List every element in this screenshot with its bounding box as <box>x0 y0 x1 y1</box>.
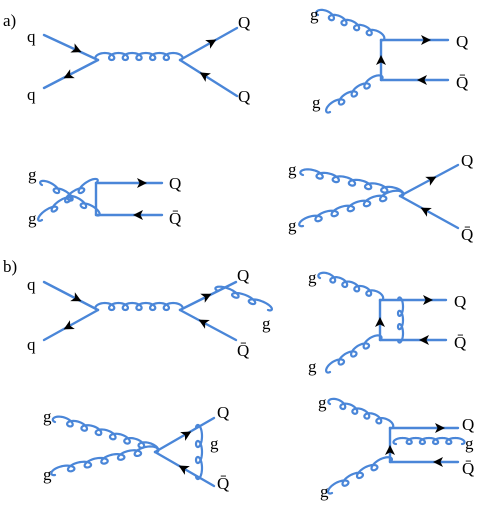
label-g: g <box>465 434 474 453</box>
quark-line <box>42 308 100 342</box>
gluon-propagator <box>94 301 184 312</box>
fermion-arrow <box>433 457 443 467</box>
label-Q: Q <box>238 13 250 32</box>
label-Q: Q <box>237 266 249 285</box>
diagram-a2: g g Q Q̄ <box>310 5 468 114</box>
exchanged-gluon <box>194 423 204 481</box>
exchanged-gluon <box>396 296 405 344</box>
label-Qbar: Q̄ <box>461 225 473 244</box>
heavy-antiquark-line <box>398 194 460 230</box>
fermion-arrow <box>385 445 395 455</box>
fermion-arrow <box>199 72 211 82</box>
label-g: g <box>262 314 271 333</box>
gluon-line <box>326 456 394 495</box>
fermion-arrow <box>180 431 192 441</box>
label-q: q <box>27 27 36 46</box>
fermion-arrow <box>70 43 82 53</box>
label-q: q <box>27 85 36 104</box>
label-Qbar: Q̄ <box>169 209 181 228</box>
label-Qbar: Q̄ <box>454 333 466 352</box>
fermion-arrow <box>417 75 427 85</box>
gluon-line <box>327 397 395 430</box>
label-Qbar: Q̄ <box>462 459 474 478</box>
label-g: g <box>288 216 297 235</box>
gluon-line <box>298 189 404 228</box>
label-g: g <box>43 465 52 484</box>
diagram-b2: g g Q Q̄ <box>308 268 466 376</box>
fermion-arrow <box>200 293 212 303</box>
label-Q: Q <box>238 87 250 106</box>
fermion-arrow <box>435 423 445 433</box>
radiated-gluon <box>392 436 466 446</box>
label-g: g <box>308 268 317 287</box>
fermion-arrow <box>425 176 437 186</box>
label-g: g <box>312 93 321 112</box>
label-Qbar: Q̄ <box>237 341 249 360</box>
diagram-a4: g g Q Q̄ <box>288 151 473 244</box>
label-q: q <box>27 275 36 294</box>
quark-line <box>42 280 100 312</box>
label-g: g <box>308 357 317 376</box>
label-g: g <box>318 393 327 412</box>
diagram-b4: g g Q g Q̄ <box>318 393 474 501</box>
gluon-line <box>299 168 405 198</box>
fermion-arrow <box>137 178 147 188</box>
heavy-antiquark-line <box>178 58 239 98</box>
label-g: g <box>210 434 219 453</box>
fermion-arrow <box>421 35 431 45</box>
fermion-arrow <box>376 55 386 65</box>
gluon-line <box>50 445 159 477</box>
diagram-a1: q q Q Q <box>27 13 250 106</box>
label-Q: Q <box>169 174 181 193</box>
label-Q: Q <box>461 151 473 170</box>
fermion-arrow <box>423 295 433 305</box>
diagram-b3: g g Q g Q̄ <box>43 403 229 493</box>
fermion-arrow <box>419 335 429 345</box>
diagram-a3: g g Q Q̄ <box>28 165 181 228</box>
quark-line <box>42 58 100 90</box>
label-Q: Q <box>454 292 466 311</box>
label-g: g <box>320 482 329 501</box>
heavy-quark-line <box>398 163 460 198</box>
fermion-arrow <box>420 207 432 217</box>
label-Qbar: Q̄ <box>217 474 229 493</box>
label-Q: Q <box>217 403 229 422</box>
section-label-a: a) <box>3 11 16 30</box>
diagram-b1: q q Q g Q̄ <box>27 266 273 360</box>
label-Q: Q <box>456 32 468 51</box>
fermion-arrow <box>198 319 210 329</box>
label-g: g <box>43 407 52 426</box>
quark-line <box>42 33 100 62</box>
gluon-line <box>317 271 385 302</box>
gluon-line <box>39 179 101 217</box>
fermion-arrow <box>178 465 190 475</box>
fermion-arrow <box>205 39 217 49</box>
gluon-line <box>315 8 386 42</box>
fermion-arrow <box>375 317 385 327</box>
label-g: g <box>28 209 37 228</box>
gluon-line <box>37 177 99 222</box>
label-g: g <box>28 165 37 184</box>
gluon-line <box>325 74 384 114</box>
radiated-gluon <box>214 285 273 312</box>
heavy-quark-line <box>178 26 239 62</box>
fermion-arrow <box>63 320 75 330</box>
fermion-arrow <box>133 210 143 220</box>
fermion-arrow <box>70 292 82 302</box>
label-Q: Q <box>462 415 474 434</box>
gluon-line <box>325 334 383 374</box>
section-label-b: b) <box>3 257 17 276</box>
label-g: g <box>288 160 297 179</box>
gluon-propagator <box>94 51 184 62</box>
fermion-arrow <box>63 69 75 79</box>
label-q: q <box>27 335 36 354</box>
label-Qbar: Q̄ <box>456 73 468 92</box>
heavy-antiquark-line <box>178 308 238 342</box>
label-g: g <box>310 5 319 24</box>
